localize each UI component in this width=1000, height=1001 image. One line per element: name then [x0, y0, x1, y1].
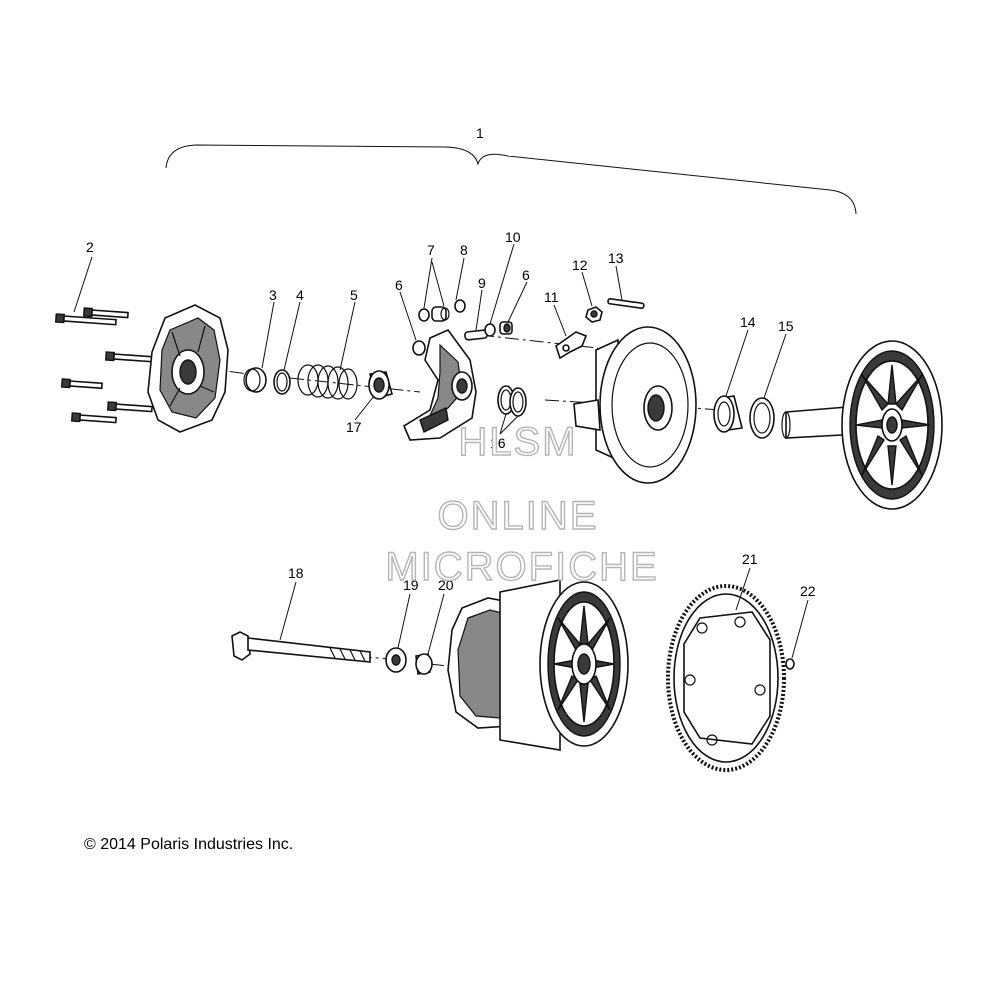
watermark-line-3: MICROFICHE [385, 545, 658, 589]
callout-6-left: 6 [395, 277, 403, 293]
washer-part-10 [484, 323, 496, 337]
watermark: HLSM ONLINE MICROFICHE [385, 419, 658, 589]
callout-5: 5 [350, 287, 358, 303]
leader-lines [73, 243, 809, 659]
copyright-notice: © 2014 Polaris Industries Inc. [84, 836, 294, 853]
bushing-part-14 [713, 395, 743, 433]
screw-part-22 [785, 658, 795, 670]
o-rings-part-16 [497, 385, 527, 417]
callout-4: 4 [296, 287, 304, 303]
callout-3: 3 [269, 287, 277, 303]
assembled-drive-clutch [447, 579, 629, 751]
callout-6-right: 6 [522, 267, 530, 283]
seal-part-15 [749, 397, 775, 439]
spring-part-5 [297, 364, 358, 400]
callout-19: 19 [403, 577, 419, 593]
callout-20: 20 [438, 577, 454, 593]
callout-10: 10 [505, 229, 521, 245]
ring-gear-part-21 [666, 584, 786, 772]
bolt-part-18 [231, 631, 371, 663]
button-part-6-left [412, 340, 426, 356]
callout-15: 15 [778, 318, 794, 334]
clutch-cover-plate [147, 304, 229, 433]
callout-9: 9 [478, 275, 486, 291]
pin-part-9 [464, 329, 488, 341]
spider-assembly [402, 329, 477, 441]
callout-17: 17 [346, 419, 362, 435]
callout-12: 12 [572, 257, 588, 273]
fixed-sheave [781, 340, 943, 510]
bushing-part-3 [243, 367, 267, 393]
callout-21: 21 [742, 551, 758, 567]
callout-1: 1 [476, 125, 484, 141]
washer-part-19 [385, 647, 407, 673]
callout-13: 13 [608, 250, 624, 266]
callout-11: 11 [544, 289, 559, 305]
callout-16: 16 [490, 435, 506, 451]
assembly-bracket [165, 144, 857, 215]
callout-22: 22 [800, 583, 816, 599]
callout-numbers: 1 2 3 4 5 6 7 8 9 10 6 11 12 13 14 15 17… [86, 125, 816, 599]
watermark-line-1: HLSM [458, 420, 577, 464]
weight-part-11 [555, 331, 588, 360]
bushing-part-17 [368, 370, 393, 400]
moveable-sheave [573, 326, 697, 484]
button-part-6-right [499, 321, 513, 335]
bolts-part-2 [54, 307, 153, 424]
callout-8: 8 [460, 242, 468, 258]
watermark-line-2: ONLINE [438, 494, 599, 538]
pin-part-13 [607, 297, 645, 310]
nut-part-12 [585, 306, 603, 323]
callout-14: 14 [740, 314, 756, 330]
callout-7: 7 [427, 242, 435, 258]
callout-18: 18 [288, 565, 304, 581]
roller-parts-7-8 [418, 299, 466, 322]
callout-2: 2 [86, 239, 94, 255]
bushing-part-20 [415, 653, 433, 675]
ring-part-4 [273, 369, 291, 395]
